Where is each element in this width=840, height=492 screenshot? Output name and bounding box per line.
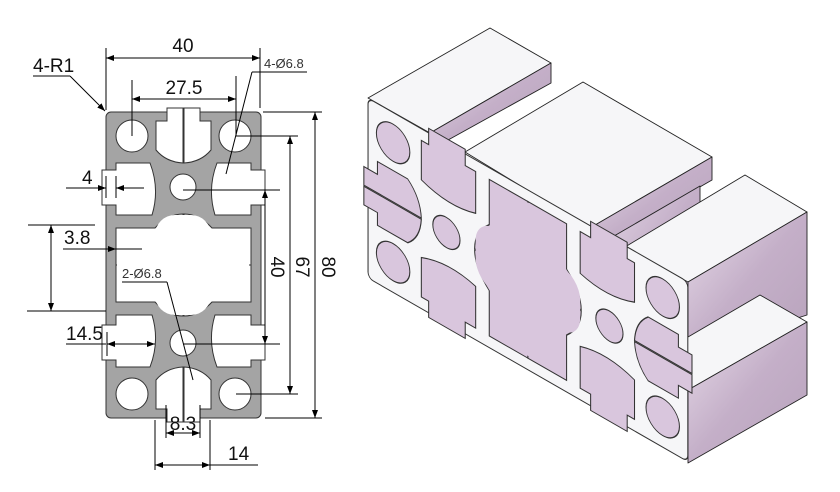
dimension-slot-width: 8.3 [165,405,201,438]
label-hole-callout-top: 4-Ø6.8 [264,56,304,71]
label-center-offset: 14.5 [66,324,103,345]
dimension-height-total: 80 [263,111,338,419]
label-hole-spacing: 27.5 [166,78,203,99]
dimension-outer-hole-spacing: 67 [236,135,312,395]
label-height-total: 80 [317,256,338,277]
label-slot-depth: 3.8 [64,228,90,249]
dimension-slot-depth: 3.8 [63,228,142,252]
label-outer-hole-spacing: 67 [291,256,312,277]
dimension-hole-spacing: 27.5 [131,76,237,136]
label-width-top: 40 [172,36,193,57]
label-wall-thickness: 4 [82,168,93,189]
label-groove-width: 14 [228,444,250,465]
dimension-wall-thickness: 4 [66,168,144,198]
callout-holes-top: 4-Ø6.8 [225,56,307,175]
dimension-groove-width: 14 [154,420,258,470]
profile-section-shape [102,108,265,422]
label-center-hole-spacing: 40 [266,256,287,277]
callout-holes-center: 2-Ø6.8 [122,266,194,381]
label-hole-callout-center: 2-Ø6.8 [122,266,162,281]
isometric-view [364,27,808,469]
dimension-width-top: 40 [105,36,261,110]
label-corner-radius: 4-R1 [33,56,74,77]
dimension-left-vertical [27,224,106,312]
label-slot-width: 8.3 [170,414,196,435]
cross-section [102,108,265,422]
dimension-center-offset: 14.5 [66,324,155,356]
callout-corner-radius: 4-R1 [33,56,106,112]
dimension-center-hole-spacing: 40 [183,189,287,345]
